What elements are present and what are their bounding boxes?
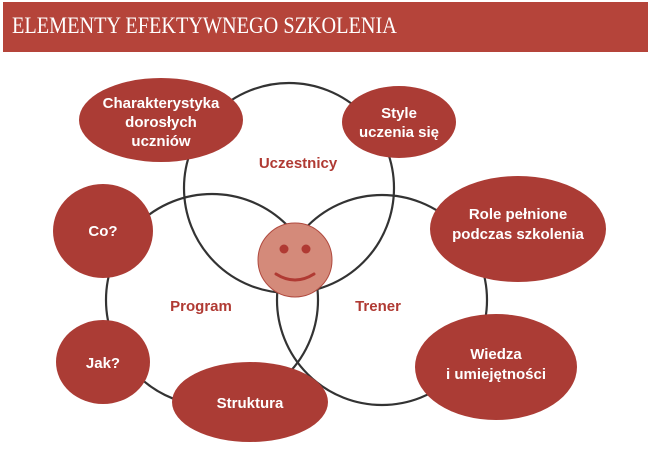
svg-text:Struktura: Struktura bbox=[217, 395, 284, 412]
svg-text:Style: Style bbox=[381, 105, 417, 122]
node-roles: Role pełnione podczas szkolenia bbox=[430, 176, 606, 282]
node-what: Co? bbox=[53, 184, 153, 278]
set-label-participants: Uczestnicy bbox=[259, 155, 338, 172]
node-how: Jak? bbox=[56, 320, 150, 404]
svg-text:uczniów: uczniów bbox=[131, 133, 190, 150]
node-characteristics: Charakterystyka dorosłych uczniów bbox=[79, 78, 243, 162]
svg-text:Co?: Co? bbox=[88, 223, 117, 240]
set-label-trainer: Trener bbox=[355, 298, 401, 315]
svg-text:Role pełnione: Role pełnione bbox=[469, 206, 567, 223]
page-title: ELEMENTY EFEKTYWNEGO SZKOLENIA bbox=[12, 13, 397, 38]
svg-text:Jak?: Jak? bbox=[86, 355, 120, 372]
svg-text:uczenia się: uczenia się bbox=[359, 124, 439, 141]
node-knowledge: Wiedza i umiejętności bbox=[415, 314, 577, 420]
svg-text:Wiedza: Wiedza bbox=[470, 346, 522, 363]
node-structure: Struktura bbox=[172, 362, 328, 442]
circle-trainer bbox=[275, 193, 489, 407]
svg-text:i umiejętności: i umiejętności bbox=[446, 366, 546, 383]
smiley-face-icon bbox=[257, 222, 333, 298]
svg-text:dorosłych: dorosłych bbox=[125, 114, 197, 131]
svg-text:Charakterystyka: Charakterystyka bbox=[103, 95, 220, 112]
svg-text:podczas szkolenia: podczas szkolenia bbox=[452, 226, 584, 243]
set-label-program: Program bbox=[170, 298, 232, 315]
node-styles: Style uczenia się bbox=[342, 86, 456, 158]
header-bar: ELEMENTY EFEKTYWNEGO SZKOLENIA bbox=[3, 2, 648, 52]
